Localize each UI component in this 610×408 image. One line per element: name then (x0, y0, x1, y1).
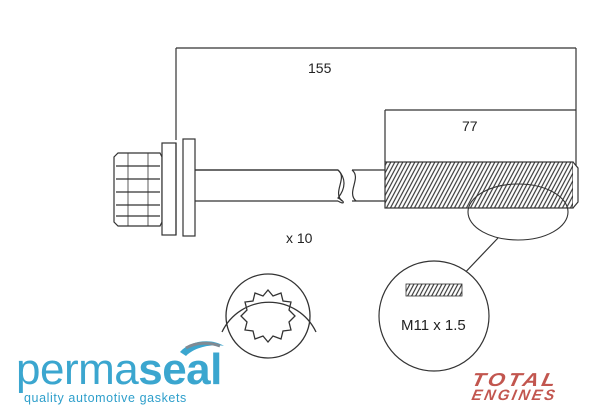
bolt-head-end-view (221, 273, 317, 359)
total-engines-logo: TOTAL ENGINES (462, 368, 610, 408)
brand-part2: seal (138, 345, 222, 394)
brand-tagline: quality automotive gaskets (24, 391, 187, 405)
dimension-label-thread: 77 (462, 118, 478, 134)
brand-part1: perma (16, 345, 139, 394)
thread-spec-label: M11 x 1.5 (401, 317, 466, 334)
dimension-line-thread (384, 109, 576, 162)
dimension-line-overall (175, 47, 577, 170)
thread-detail-sample (405, 283, 463, 297)
dimension-label-overall: 155 (308, 60, 332, 76)
permaseal-brand: permaseal (16, 348, 222, 392)
detail-callout-ellipse (467, 183, 569, 241)
bolt-head (113, 138, 196, 237)
bolt-thread (384, 161, 579, 209)
quantity-label: x 10 (286, 230, 313, 246)
permaseal-logo-mark (180, 341, 224, 356)
thread-detail-circle (378, 260, 490, 372)
partner-line2: ENGINES (470, 387, 559, 404)
bolt-shank (195, 169, 385, 204)
